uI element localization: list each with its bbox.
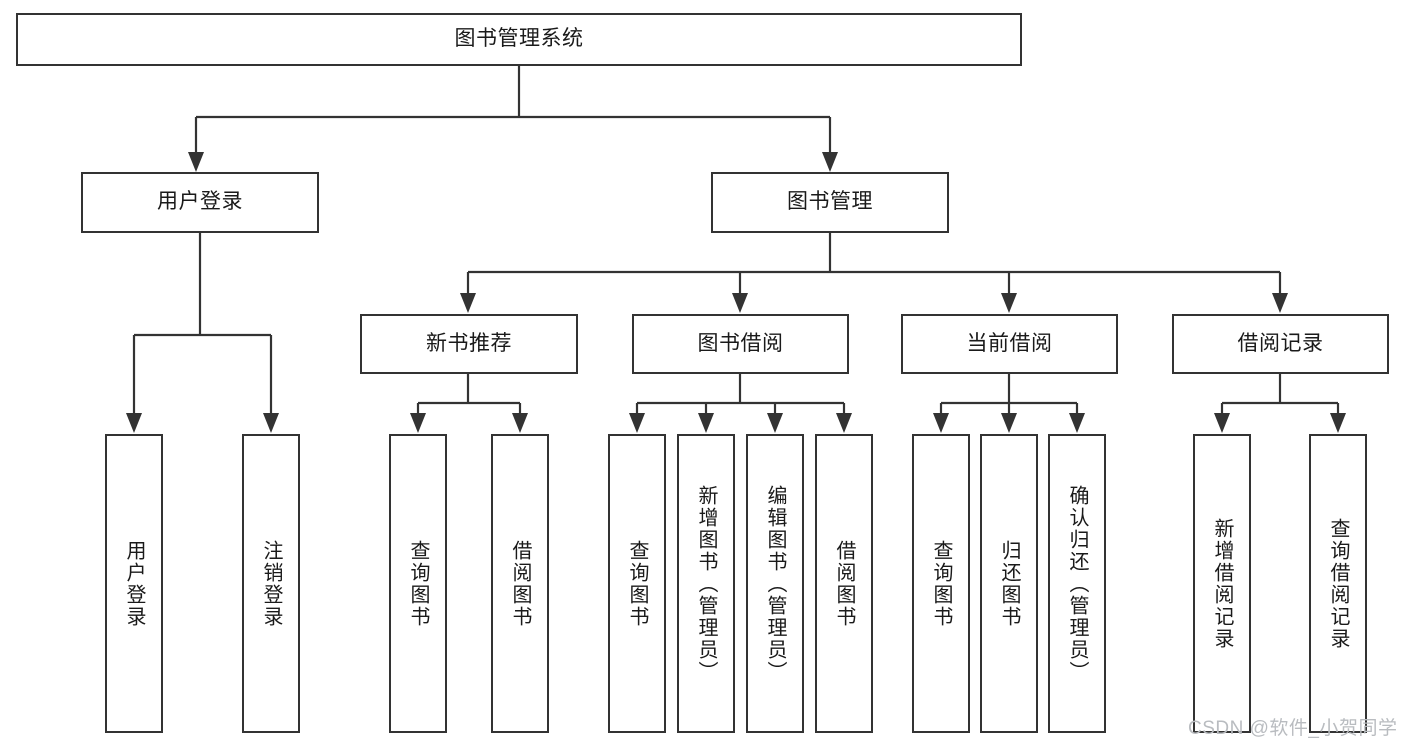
node-book-borrow[interactable]: 图书借阅 xyxy=(632,314,849,374)
arrowhead-cb-leaf-1 xyxy=(933,413,949,433)
node-current-borrow[interactable]: 当前借阅 xyxy=(901,314,1118,374)
node-label: 图书管理 xyxy=(787,190,873,214)
arrowhead-borrow-record xyxy=(1272,293,1288,313)
node-label: 确认归还（管理员） xyxy=(1066,484,1088,683)
leaf-query-book-current[interactable]: 查询图书 xyxy=(912,434,970,733)
leaf-user-login[interactable]: 用户登录 xyxy=(105,434,163,733)
leaf-borrow-book-recommend[interactable]: 借阅图书 xyxy=(491,434,549,733)
arrowhead-br-leaf-1 xyxy=(1214,413,1230,433)
node-label: 图书借阅 xyxy=(697,331,784,355)
node-label: 当前借阅 xyxy=(966,331,1053,355)
node-label: 借阅图书 xyxy=(833,539,855,628)
arrowhead-br-leaf-2 xyxy=(1330,413,1346,433)
node-label: 用户登录 xyxy=(123,539,145,628)
node-label: 编辑图书（管理员） xyxy=(764,484,786,683)
leaf-query-borrow-record[interactable]: 查询借阅记录 xyxy=(1309,434,1367,733)
node-label: 查询图书 xyxy=(930,539,952,628)
node-label: 图书管理系统 xyxy=(454,27,584,51)
csdn-watermark: CSDN @软件_小贺同学 xyxy=(1188,718,1398,739)
leaf-return-book[interactable]: 归还图书 xyxy=(980,434,1038,733)
arrowhead-user-login xyxy=(188,152,204,172)
leaf-add-borrow-record[interactable]: 新增借阅记录 xyxy=(1193,434,1251,733)
node-label: 借阅图书 xyxy=(509,539,531,628)
node-book-management[interactable]: 图书管理 xyxy=(711,172,949,233)
node-new-book-recommend[interactable]: 新书推荐 xyxy=(360,314,578,374)
arrowhead-cb-leaf-2 xyxy=(1001,413,1017,433)
arrowhead-bb-leaf-3 xyxy=(767,413,783,433)
leaf-query-book-borrow[interactable]: 查询图书 xyxy=(608,434,666,733)
node-label: 新增借阅记录 xyxy=(1211,517,1233,650)
leaf-query-book-recommend[interactable]: 查询图书 xyxy=(389,434,447,733)
node-borrow-record[interactable]: 借阅记录 xyxy=(1172,314,1389,374)
arrowhead-bb-leaf-4 xyxy=(836,413,852,433)
arrowhead-cb-leaf-3 xyxy=(1069,413,1085,433)
leaf-edit-book-admin[interactable]: 编辑图书（管理员） xyxy=(746,434,804,733)
leaf-borrow-book[interactable]: 借阅图书 xyxy=(815,434,873,733)
leaf-confirm-return-admin[interactable]: 确认归还（管理员） xyxy=(1048,434,1106,733)
node-user-login[interactable]: 用户登录 xyxy=(81,172,319,233)
node-label: 借阅记录 xyxy=(1237,331,1324,355)
arrowhead-bb-leaf-1 xyxy=(629,413,645,433)
node-label: 用户登录 xyxy=(157,190,243,214)
arrowhead-bb-leaf-2 xyxy=(698,413,714,433)
node-root-book-management-system[interactable]: 图书管理系统 xyxy=(16,13,1022,66)
arrowhead-book-borrow xyxy=(732,293,748,313)
arrowhead-current-borrow xyxy=(1001,293,1017,313)
node-label: 查询图书 xyxy=(626,539,648,628)
node-label: 新增图书（管理员） xyxy=(695,484,717,683)
node-label: 新书推荐 xyxy=(426,331,512,355)
arrowhead-book-manage xyxy=(822,152,838,172)
arrowhead-leaf-logout xyxy=(263,413,279,433)
node-label: 注销登录 xyxy=(260,539,282,628)
arrowhead-nb-leaf-1 xyxy=(410,413,426,433)
node-label: 归还图书 xyxy=(998,539,1020,628)
leaf-add-book-admin[interactable]: 新增图书（管理员） xyxy=(677,434,735,733)
arrowhead-new-book xyxy=(460,293,476,313)
leaf-logout[interactable]: 注销登录 xyxy=(242,434,300,733)
arrowhead-leaf-user-login xyxy=(126,413,142,433)
node-label: 查询借阅记录 xyxy=(1327,517,1349,650)
node-label: 查询图书 xyxy=(407,539,429,628)
arrowhead-nb-leaf-2 xyxy=(512,413,528,433)
